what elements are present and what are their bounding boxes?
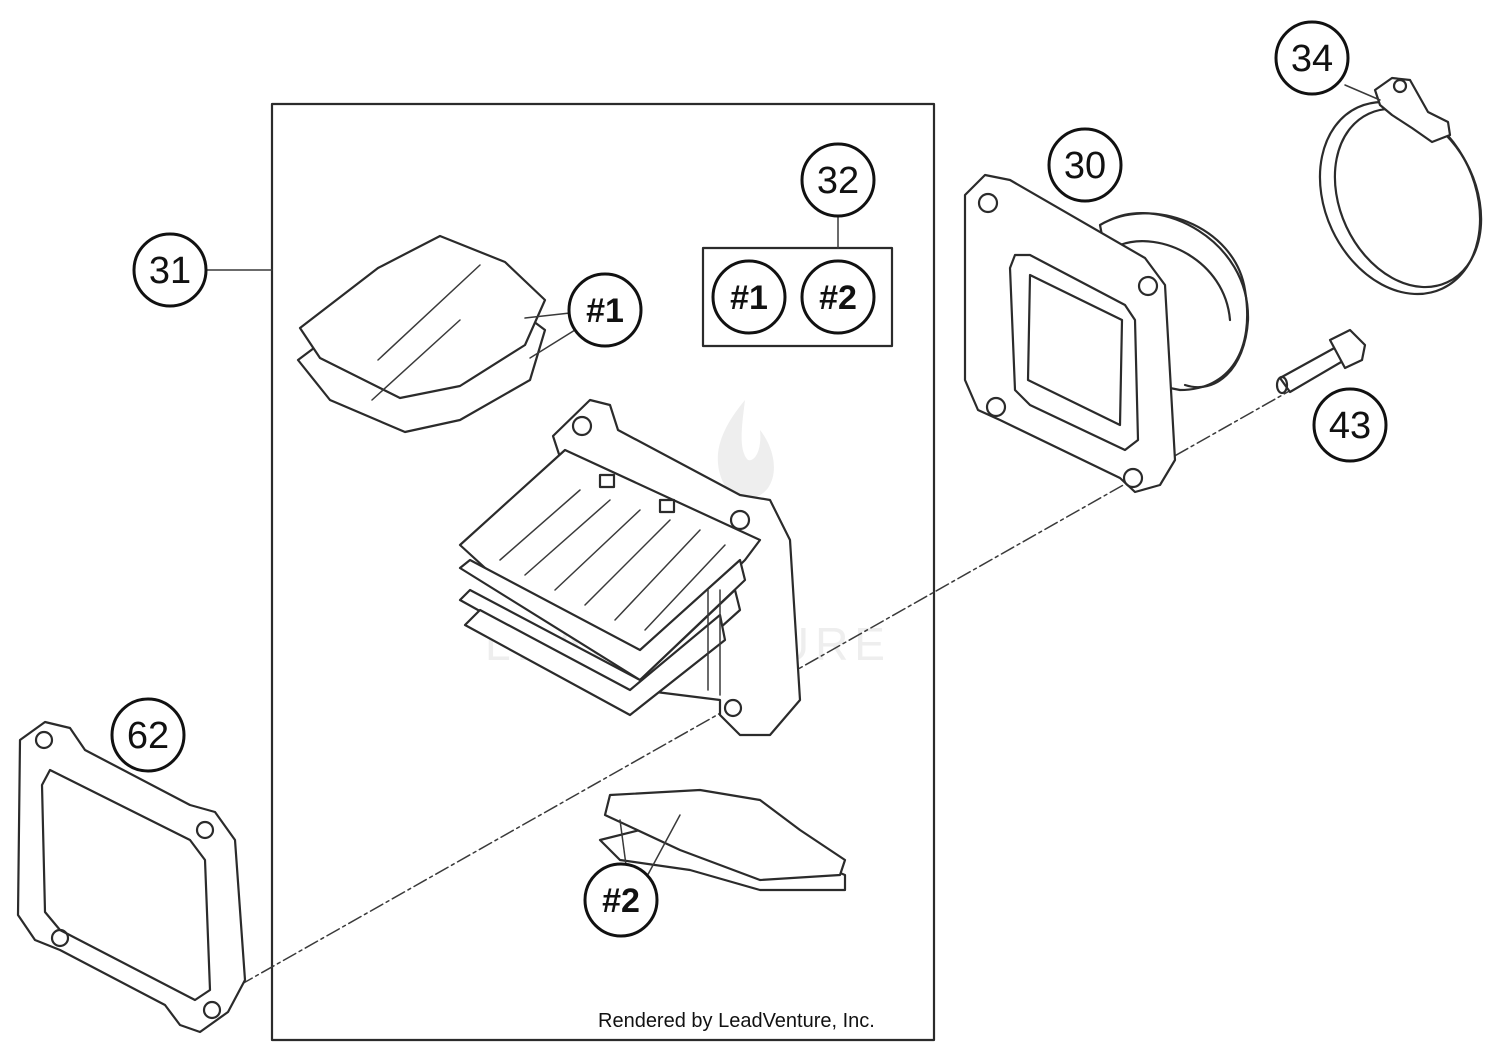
svg-text:34: 34	[1291, 38, 1333, 80]
svg-text:31: 31	[149, 250, 191, 292]
svg-text:62: 62	[127, 715, 169, 757]
flame-logo-icon	[717, 400, 774, 499]
intake-flange-30	[963, 173, 1250, 494]
svg-text:43: 43	[1329, 405, 1371, 447]
svg-text:#1: #1	[730, 279, 768, 317]
kit-frame-31	[270, 102, 936, 1042]
reed-valve-block	[458, 398, 802, 737]
callout-kit-2: #2	[800, 259, 876, 335]
gasket-62	[16, 720, 247, 1034]
callout-30: 30	[1047, 127, 1123, 203]
reed-petal-set-1	[296, 234, 576, 434]
reed-petal-set-2	[598, 788, 847, 892]
svg-text:#1: #1	[586, 292, 624, 330]
leader-34	[1344, 84, 1381, 101]
callout-34: 34	[1274, 20, 1350, 96]
hose-clamp-34	[1318, 76, 1483, 296]
callout-43: 43	[1312, 387, 1388, 463]
callout-32: 32	[800, 142, 876, 218]
svg-text:32: 32	[817, 160, 859, 202]
callout-62: 62	[110, 697, 186, 773]
callout-reed-2: #2	[583, 862, 659, 938]
callout-31: 31	[132, 232, 208, 308]
callout-kit-1: #1	[711, 259, 787, 335]
render-credit: Rendered by LeadVenture, Inc.	[598, 1010, 875, 1032]
callout-reed-1: #1	[567, 272, 643, 348]
svg-text:30: 30	[1064, 145, 1106, 187]
kit-box-32	[701, 246, 894, 348]
screw-43	[1275, 328, 1367, 395]
svg-text:#2: #2	[602, 882, 640, 920]
svg-text:#2: #2	[819, 279, 857, 317]
